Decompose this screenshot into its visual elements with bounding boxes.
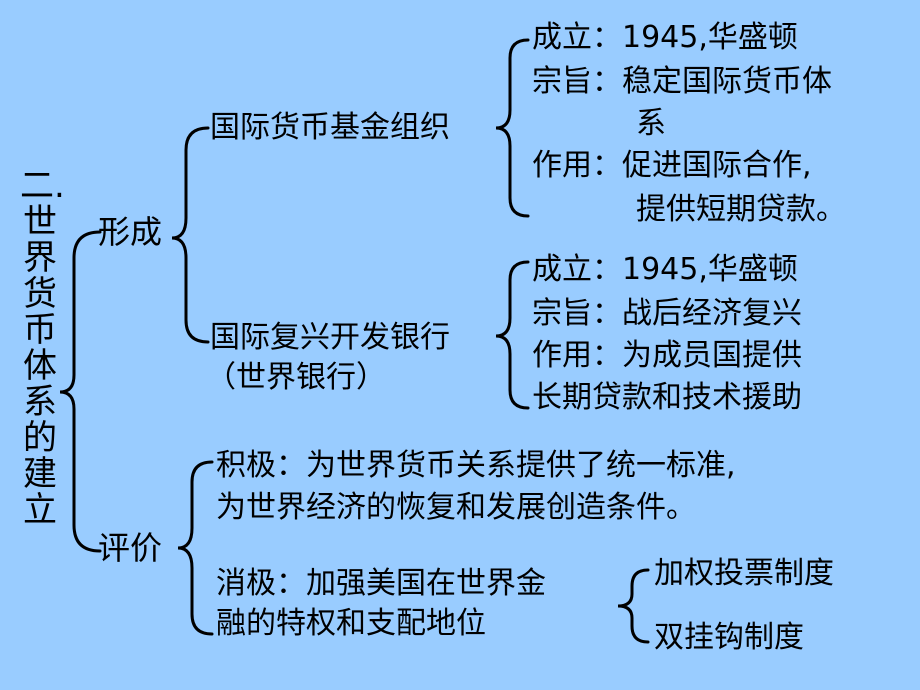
ibrd-alias: （世界银行） xyxy=(206,360,386,395)
imf-name: 国际货币基金组织 xyxy=(210,110,450,145)
evaluation-label: 评价 xyxy=(98,529,163,567)
ibrd-name: 国际复兴开发银行 xyxy=(210,320,450,355)
main-brace xyxy=(59,230,102,553)
imf-purpose-line1: 宗旨：稳定国际货币体 xyxy=(532,64,832,99)
negative-line2: 融的特权和支配地位 xyxy=(216,606,486,641)
imf-established: 成立：1945,华盛顿 xyxy=(532,20,798,55)
imf-role-line2: 提供短期贷款。 xyxy=(636,192,846,227)
ibrd-purpose: 宗旨：战后经济复兴 xyxy=(532,296,802,331)
imf-role-line1: 作用：促进国际合作, xyxy=(532,148,812,183)
ibrd-role-line1: 作用：为成员国提供 xyxy=(532,338,802,373)
negative-line1: 消极：加强美国在世界金 xyxy=(216,566,546,601)
ibrd-role-line2: 长期贷款和技术援助 xyxy=(532,380,802,415)
positive-line2: 为世界经济的恢复和发展创造条件。 xyxy=(216,490,696,525)
ibrd-brace xyxy=(495,260,530,410)
vertical-title: 二.世界货币体系的建立 xyxy=(20,166,65,530)
imf-brace xyxy=(495,38,530,218)
evaluation-brace xyxy=(177,460,214,636)
system-weighted-voting: 加权投票制度 xyxy=(654,556,834,591)
formation-brace xyxy=(171,126,210,344)
formation-label: 形成 xyxy=(98,213,163,251)
system-double-peg: 双挂钩制度 xyxy=(654,620,804,655)
imf-purpose-line2: 系 xyxy=(636,106,666,141)
systems-brace xyxy=(617,568,650,644)
ibrd-established: 成立：1945,华盛顿 xyxy=(532,252,798,287)
positive-line1: 积极：为世界货币关系提供了统一标准, xyxy=(216,448,736,483)
